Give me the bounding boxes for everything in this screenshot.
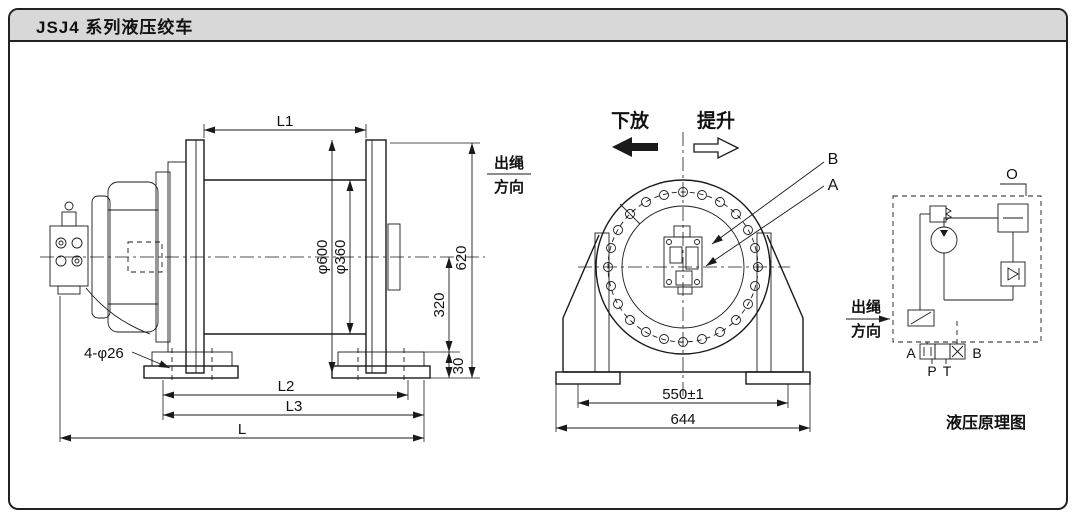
schematic-port-a: A xyxy=(906,345,916,361)
label-o-callout: O xyxy=(1000,166,1027,196)
dim-l1: L1 xyxy=(203,113,367,138)
mounting-feet xyxy=(143,348,431,382)
dim-l-label: L xyxy=(238,421,246,438)
pedestal-housing xyxy=(555,232,811,385)
schematic-components xyxy=(907,203,1029,344)
technical-drawing: L1 φ600 φ360 620 320 xyxy=(40,109,1042,442)
check-valve-block xyxy=(1000,261,1026,287)
rotation-labels: 下放 提升 xyxy=(611,109,740,160)
dim-phi600-label: φ600 xyxy=(314,240,331,275)
rope-direction-line1: 出绳 xyxy=(851,298,881,316)
dim-l1-label: L1 xyxy=(277,113,294,130)
dim-phi360: φ360 xyxy=(332,180,354,334)
dim-30-label: 30 xyxy=(450,358,467,375)
lift-label: 提升 xyxy=(697,109,735,132)
end-cover-inner xyxy=(621,205,745,329)
dim-l3: L3 xyxy=(163,380,425,442)
bolt-circle xyxy=(607,191,759,343)
drawing-sheet-frame: JSJ4 系列液压绞车 xyxy=(8,8,1068,510)
dim-l3-label: L3 xyxy=(286,398,303,415)
directional-valve: A B P T xyxy=(906,342,982,379)
dim-l: L xyxy=(59,296,424,442)
left-flange xyxy=(185,139,205,374)
dim-l2-label: L2 xyxy=(278,378,295,395)
dim-550-label: 550±1 xyxy=(662,386,704,403)
lift-arrow-icon xyxy=(693,136,740,160)
rope-direction-line1: 出绳 xyxy=(494,154,524,172)
dim-644: 644 xyxy=(555,384,811,432)
port-a-label: A xyxy=(828,177,839,194)
pilot-valve xyxy=(907,309,935,327)
port-callouts: B A xyxy=(705,151,839,267)
schematic-port-b: B xyxy=(972,345,981,361)
label-o: O xyxy=(1006,166,1018,183)
center-valve-assembly xyxy=(663,225,703,295)
lower-arrow-icon xyxy=(612,137,658,157)
control-valve-block xyxy=(49,201,151,335)
schematic-port-t: T xyxy=(943,363,952,379)
front-view: 下放 提升 B A 550±1 xyxy=(555,109,839,432)
lower-label: 下放 xyxy=(611,109,650,132)
dim-550: 550±1 xyxy=(577,384,789,408)
port-b-label: B xyxy=(828,151,839,168)
dim-l2: L2 xyxy=(162,378,409,420)
dim-phi360-label: φ360 xyxy=(332,240,349,275)
dim-phi600: φ600 xyxy=(314,140,336,373)
check-valve-icon xyxy=(1007,267,1019,281)
rope-direction-line2: 方向 xyxy=(494,178,524,196)
rope-direction-note-side: 出绳 方向 xyxy=(487,154,531,196)
schematic-boundary xyxy=(892,195,1042,343)
bearing-bracket xyxy=(387,223,401,291)
schematic-caption: 液压原理图 xyxy=(946,413,1026,432)
hose-line xyxy=(85,287,151,335)
dim-620-label: 620 xyxy=(453,245,470,270)
motor-triangle-icon xyxy=(940,230,948,237)
bolt-circle-holes xyxy=(603,187,763,347)
callout-bolt-holes: 4-φ26 xyxy=(84,345,171,369)
side-view: L1 φ600 φ360 620 320 xyxy=(40,113,531,442)
rope-direction-line2: 方向 xyxy=(851,322,881,340)
right-flange xyxy=(365,139,387,374)
dim-620: 620 xyxy=(390,142,480,379)
schematic-port-p: P xyxy=(927,363,936,379)
marked-bolt-slash xyxy=(619,203,641,225)
hydraulic-schematic: O xyxy=(846,166,1042,432)
dim-30: 30 xyxy=(445,352,467,378)
winch-drum xyxy=(185,139,401,374)
rope-direction-note-schematic: 出绳 方向 xyxy=(846,298,890,340)
dim-320: 320 xyxy=(420,257,460,353)
page-title: JSJ4 系列液压绞车 xyxy=(36,17,194,37)
end-cover-outer xyxy=(595,179,771,355)
dim-320-label: 320 xyxy=(431,292,448,317)
dim-644-label: 644 xyxy=(670,411,695,428)
title-bar: JSJ4 系列液压绞车 xyxy=(10,10,1066,42)
bolt-holes-label: 4-φ26 xyxy=(84,345,124,362)
